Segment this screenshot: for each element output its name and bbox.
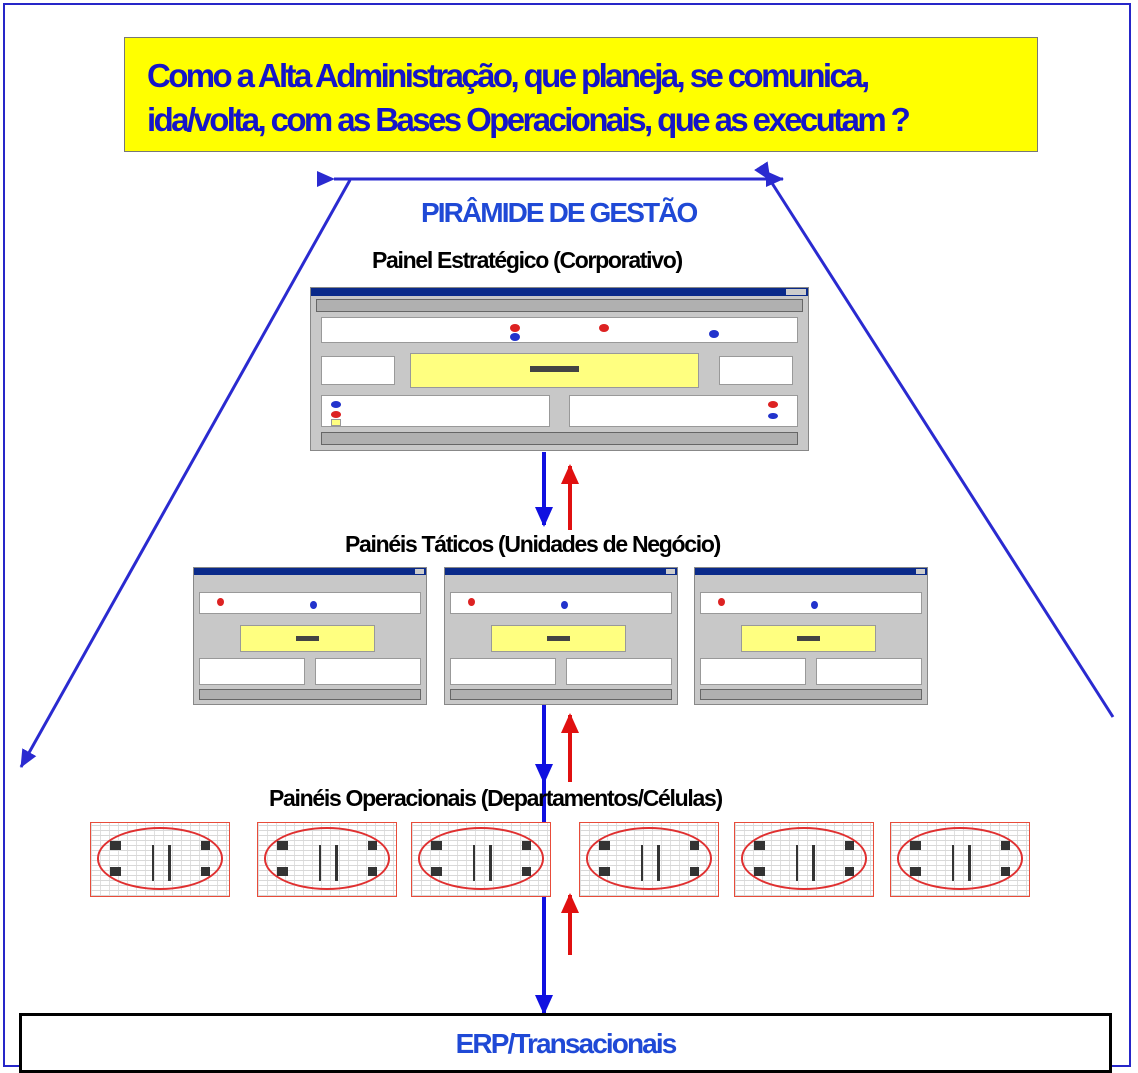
tactical-panel-image-3 (694, 567, 928, 705)
tactical-level-label: Painéis Táticos (Unidades de Negócio) (345, 531, 721, 557)
operational-panel-image-1 (90, 822, 230, 897)
strategic-panel-image (310, 287, 809, 451)
tactical-panel-image-2 (444, 567, 678, 705)
operational-panel-image-5 (734, 822, 874, 897)
operational-level-label: Painéis Operacionais (Departamentos/Célu… (269, 785, 723, 811)
operational-panel-image-6 (890, 822, 1030, 897)
erp-base-box: ERP/Transacionais (19, 1013, 1112, 1073)
question-line-1: Como a Alta Administração, que planeja, … (147, 57, 870, 94)
operational-panel-image-4 (579, 822, 719, 897)
pyramid-title: PIRÂMIDE DE GESTÃO (421, 197, 698, 228)
tactical-panel-image-1 (193, 567, 427, 705)
strategic-level-label: Painel Estratégico (Corporativo) (372, 247, 683, 273)
pyramid-right-side (754, 161, 1115, 718)
pyramid-left-side (19, 179, 352, 768)
question-banner: Como a Alta Administração, que planeja, … (124, 37, 1038, 152)
operational-panel-image-3 (411, 822, 551, 897)
question-line-2: ida/volta, com as Bases Operacionais, qu… (147, 101, 911, 138)
operational-panel-image-2 (257, 822, 397, 897)
